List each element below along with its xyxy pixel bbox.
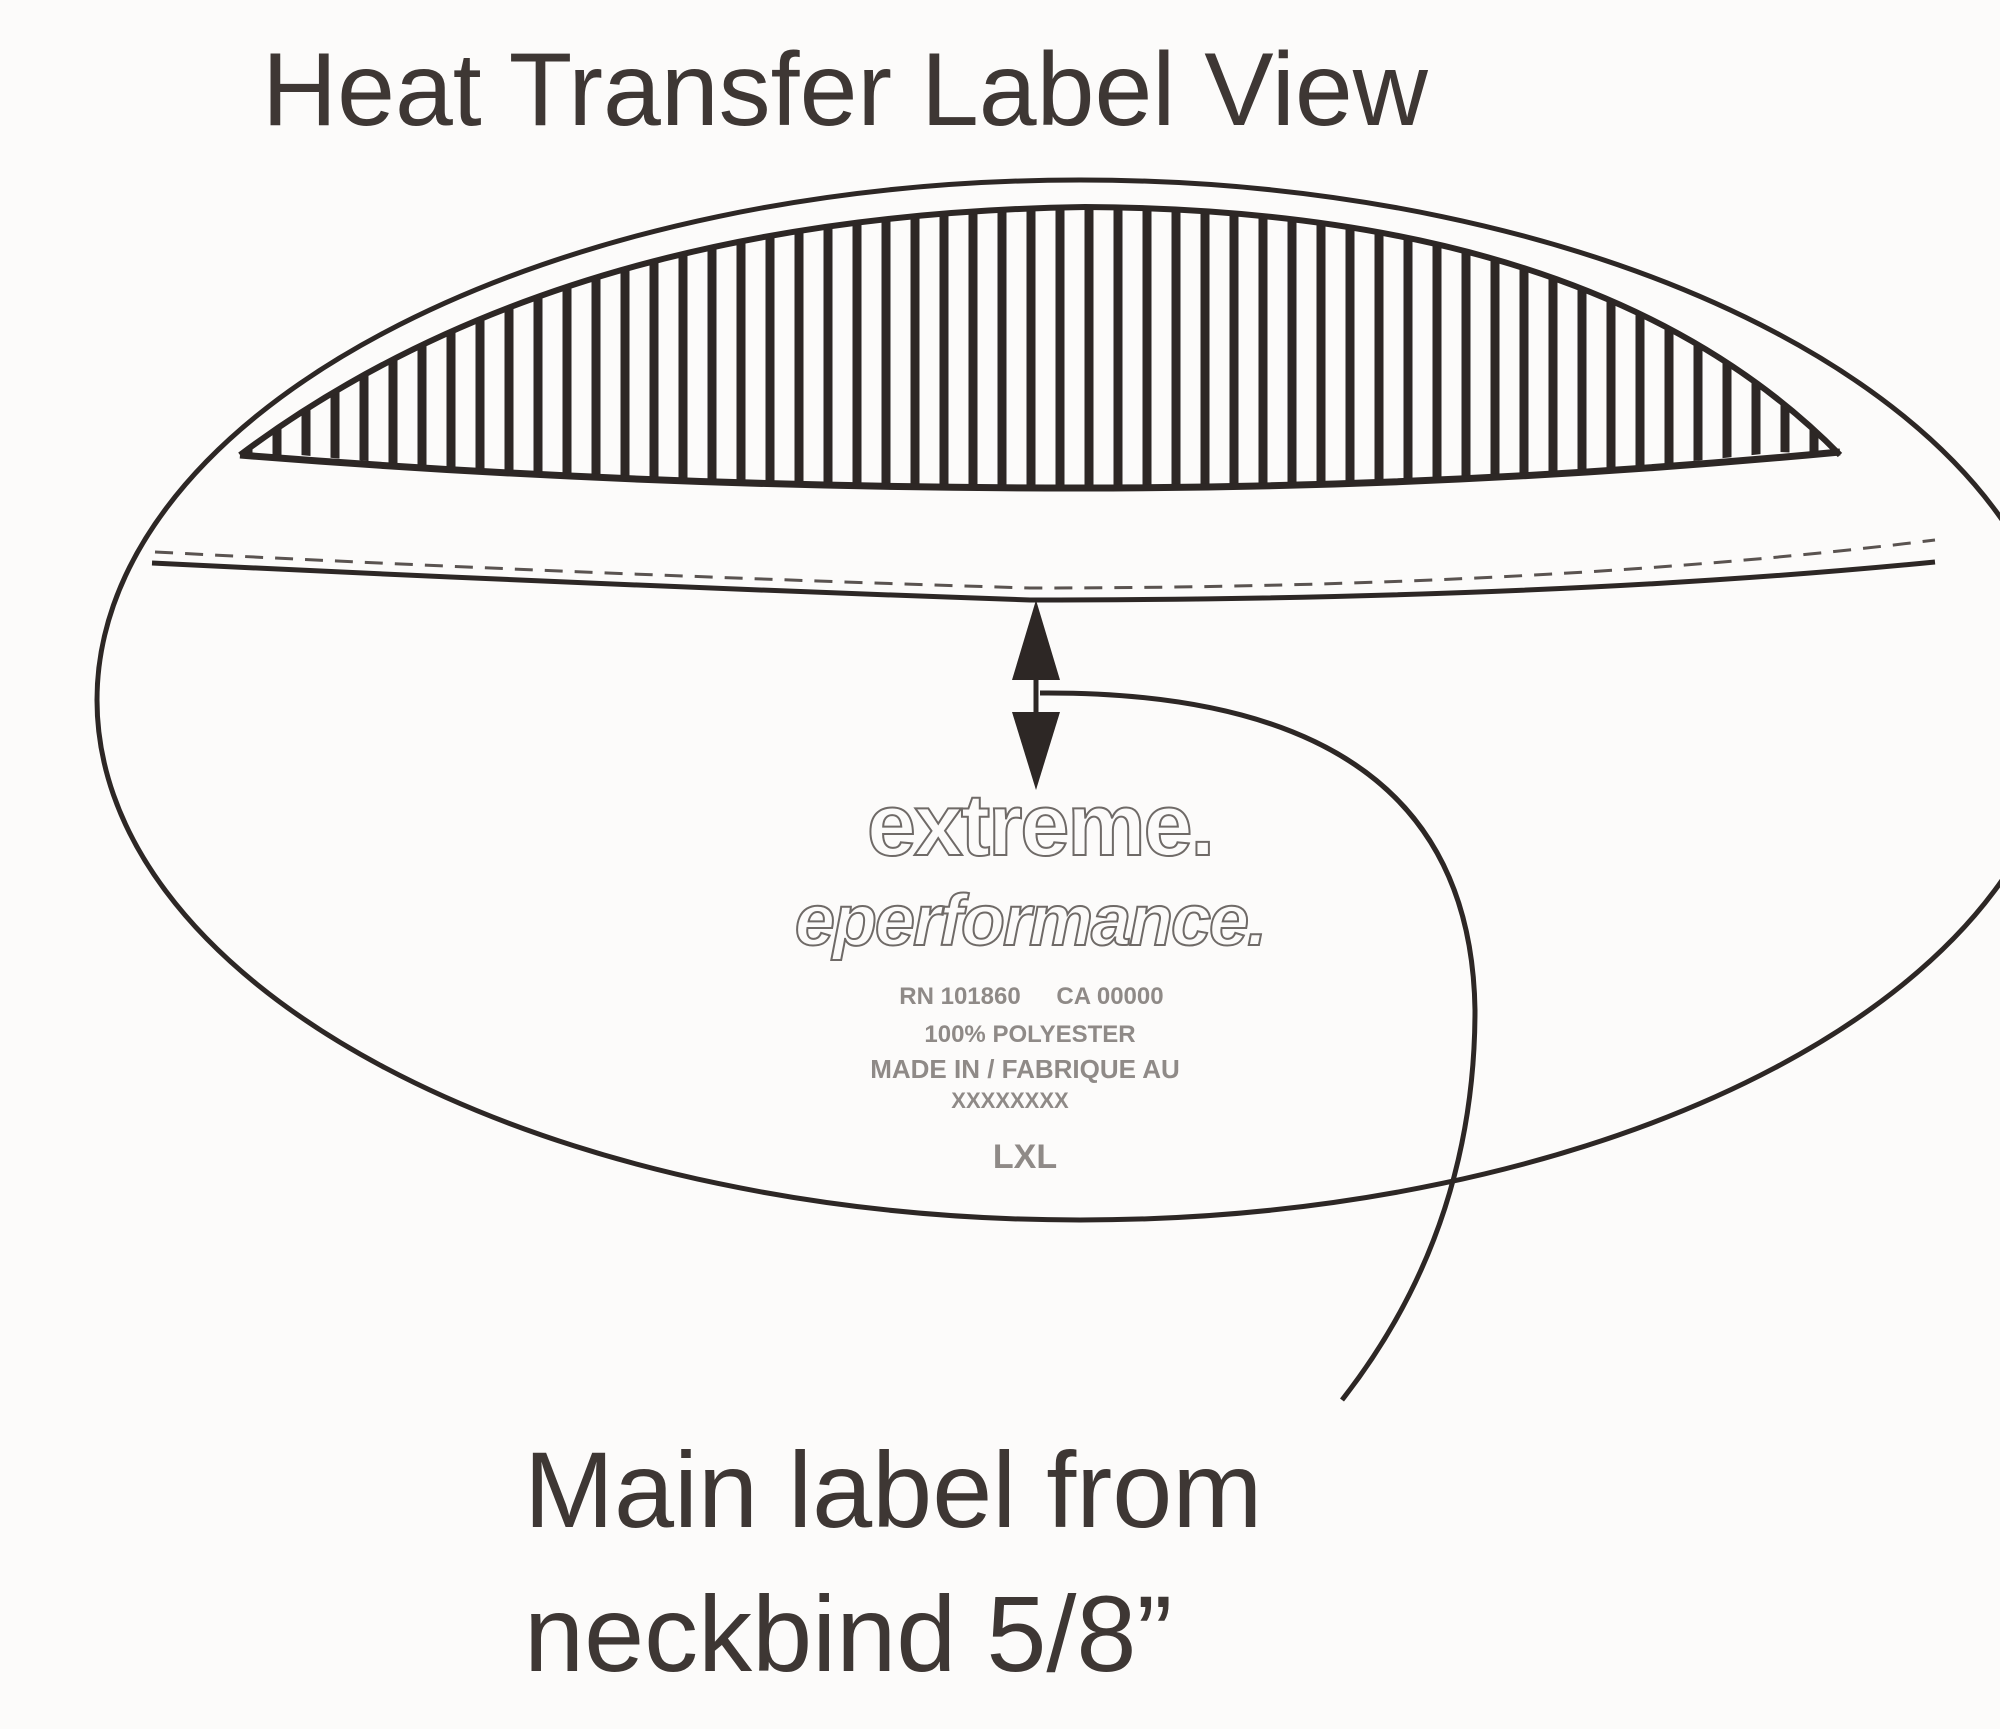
callout-line-2: neckbind 5/8” [524, 1572, 1173, 1694]
label-brand-performance: eperformance. [795, 881, 1265, 961]
neckband-top-edge [238, 203, 1843, 458]
callout-leader-line [1039, 690, 1478, 1402]
neckbind-stitch-dashed [154, 538, 1936, 590]
neckband-hatch [240, 207, 1840, 488]
label-size: LXL [993, 1138, 1057, 1176]
callout-caption: Main label from neckbind 5/8” [524, 1418, 1262, 1705]
measurement-arrow [1012, 600, 1060, 790]
label-rn-number: RN 101860 [899, 983, 1020, 1010]
label-brand-extreme: extreme. [867, 775, 1213, 874]
callout-line-1: Main label from [524, 1429, 1263, 1550]
label-origin-line2: XXXXXXXX [951, 1088, 1069, 1113]
label-origin-line1: MADE IN / FABRIQUE AU [870, 1054, 1180, 1084]
heat-transfer-label: extreme. eperformance. RN 101860 CA 0000… [794, 774, 1268, 1176]
label-ca-number: CA 00000 [1056, 983, 1163, 1010]
neckbind-seam-line [151, 559, 1936, 603]
label-fabric-content: 100% POLYESTER [924, 1021, 1135, 1048]
collar-outline [94, 177, 2000, 1223]
neckband-bottom-edge [239, 448, 1841, 492]
diagram-title: Heat Transfer Label View [262, 32, 1428, 148]
